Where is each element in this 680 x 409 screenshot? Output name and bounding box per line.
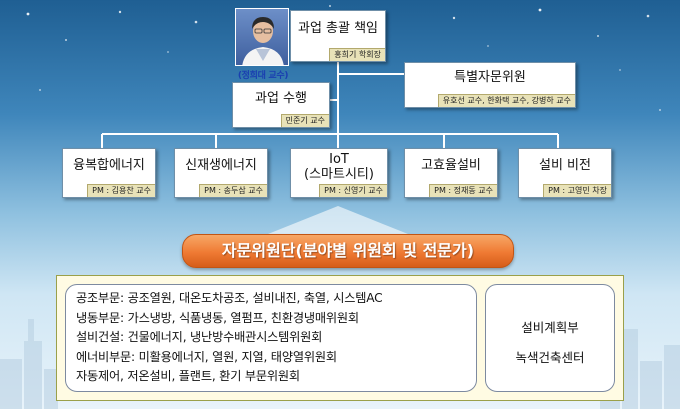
- execution-members: 민준기 교수: [280, 114, 329, 127]
- leader-photo: [235, 8, 289, 66]
- division-title: 융복합에너지: [73, 158, 145, 173]
- division-box-convergence-energy: 융복합에너지 PM : 김용찬 교수: [62, 148, 156, 198]
- division-title: 신재생에너지: [185, 158, 257, 173]
- division-box-facility-vision: 설비 비전 PM : 고영민 차장: [518, 148, 612, 198]
- leader-name-tag: 홍희기 학회장: [329, 48, 385, 61]
- division-title: 설비 비전: [539, 158, 591, 173]
- execution-box: 과업 수행 민준기 교수: [232, 82, 330, 128]
- division-title: 고효율설비: [421, 158, 481, 173]
- division-title-line1: IoT: [329, 152, 349, 167]
- committee-panel: 공조부문: 공조열원, 대온도차공조, 설비내진, 축열, 시스템AC 냉동부문…: [56, 275, 624, 401]
- division-pm-tag: PM : 송두삼 교수: [199, 184, 267, 197]
- committee-side-box: 설비계획부 녹색건축센터: [485, 284, 615, 392]
- advisory-committee-banner: 자문위원단(분야별 위원회 및 전문가): [182, 234, 514, 268]
- special-advisory-title: 특별자문위원: [454, 70, 526, 85]
- committee-list: 공조부문: 공조열원, 대온도차공조, 설비내진, 축열, 시스템AC 냉동부문…: [65, 284, 477, 392]
- execution-title: 과업 수행: [255, 91, 307, 106]
- committee-line: 설비건설: 건물에너지, 냉난방수배관시스템위원회: [76, 330, 323, 344]
- leader-photo-caption: (정희대 교수): [237, 71, 289, 81]
- leader-box: 과업 총괄 책임 홍희기 학회장: [290, 10, 386, 62]
- division-box-renewable-energy: 신재생에너지 PM : 송두삼 교수: [174, 148, 268, 198]
- side-line-green-building: 녹색건축센터: [515, 350, 585, 365]
- division-pm-tag: PM : 고영민 차장: [543, 184, 611, 197]
- division-pm-tag: PM : 정재동 교수: [429, 184, 497, 197]
- division-box-high-efficiency: 고효율설비 PM : 정재동 교수: [404, 148, 498, 198]
- division-title-line2: (스마트시티): [304, 167, 374, 182]
- special-advisory-box: 특별자문위원 유호선 교수, 한화택 교수, 강병하 교수: [404, 62, 576, 108]
- committee-line: 공조부문: 공조열원, 대온도차공조, 설비내진, 축열, 시스템AC: [76, 291, 383, 305]
- division-pm-tag: PM : 신영기 교수: [319, 184, 387, 197]
- division-pm-tag: PM : 김용찬 교수: [87, 184, 155, 197]
- leader-title: 과업 총괄 책임: [297, 21, 379, 36]
- committee-line: 냉동부문: 가스냉방, 식품냉동, 열펌프, 친환경냉매위원회: [76, 310, 359, 325]
- division-box-iot-smart-city: IoT (스마트시티) PM : 신영기 교수: [290, 148, 388, 198]
- side-line-planning: 설비계획부: [521, 320, 579, 335]
- committee-line: 자동제어, 저온설비, 플랜트, 환기 부문위원회: [76, 369, 300, 383]
- special-advisory-members: 유호선 교수, 한화택 교수, 강병하 교수: [437, 94, 575, 107]
- committee-line: 에너비부문: 미활용에너지, 열원, 지열, 태양열위원회: [76, 349, 337, 364]
